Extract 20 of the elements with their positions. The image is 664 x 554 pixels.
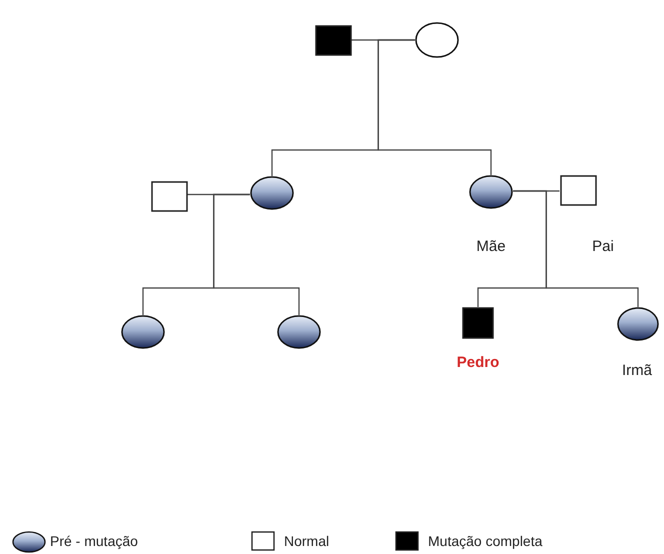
female-circle bbox=[415, 22, 459, 58]
affected-male-square bbox=[314, 24, 352, 56]
affected-male-square bbox=[462, 307, 494, 339]
carrier-female-circle bbox=[469, 175, 513, 209]
person-label: Irmã bbox=[622, 362, 652, 379]
person-label: Pai bbox=[592, 238, 614, 255]
male-square bbox=[150, 180, 188, 212]
male-square bbox=[560, 174, 596, 206]
person-label: Pedro bbox=[456, 354, 500, 371]
carrier-female-circle bbox=[121, 315, 165, 349]
carrier-female-circle bbox=[250, 176, 294, 210]
pedigree-line bbox=[213, 194, 300, 315]
pedigree-line bbox=[513, 190, 639, 307]
carrier-female-circle bbox=[277, 315, 321, 349]
legend-text: Normal bbox=[284, 533, 330, 549]
legend-text: Mutação completa bbox=[428, 533, 542, 549]
pedigree-line bbox=[378, 39, 492, 175]
legend-text: Pré - mutação bbox=[50, 533, 138, 549]
carrier-female-circle bbox=[617, 307, 659, 341]
person-label: Mãe bbox=[476, 238, 506, 255]
